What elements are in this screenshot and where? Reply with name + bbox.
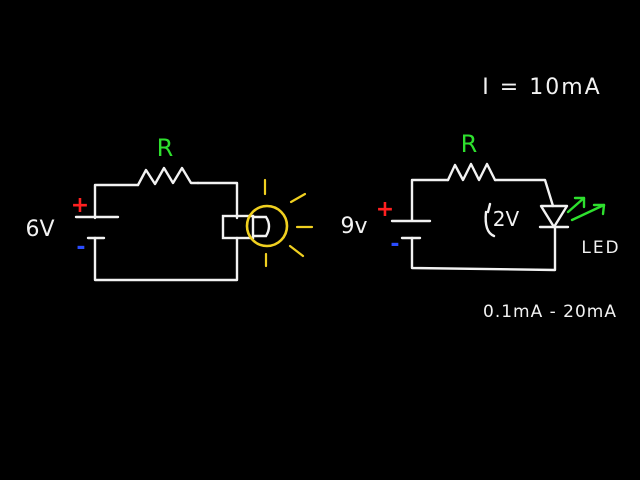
battery-voltage-label: 6V [25, 217, 54, 242]
bulb-icon [245, 204, 289, 248]
wire-top-right [196, 181, 239, 220]
bulb-socket [221, 214, 255, 240]
resistor-label: R [461, 130, 478, 158]
resistor-zigzag [136, 166, 200, 187]
wire-top-left [410, 178, 450, 222]
negative-terminal-label: - [390, 232, 399, 257]
wire-top-right [493, 178, 555, 208]
current-range-label: 0.1mA - 20mA [483, 302, 617, 322]
led-label: LED [581, 238, 620, 258]
circuit-led: 9v + - R 2V LED 0.1mA - 20mA [340, 130, 620, 322]
voltage-drop-arc-tip [486, 202, 492, 214]
wire-bottom [410, 226, 557, 272]
voltage-drop-label: 2V [493, 207, 520, 231]
wire-bottom [93, 236, 239, 282]
positive-terminal-label: + [71, 193, 89, 218]
voltage-drop-arc [484, 210, 496, 238]
led-light-arrows-icon [566, 196, 606, 222]
led-diode-icon [539, 204, 569, 229]
resistor-label: R [157, 134, 174, 162]
bulb-rays-icon [263, 178, 314, 268]
circuit-bulb: 6V + - R [25, 134, 314, 282]
battery-voltage-label: 9v [340, 214, 367, 239]
wire-top-left [93, 183, 140, 220]
negative-terminal-label: - [76, 235, 85, 260]
bulb-filament [253, 215, 271, 238]
resistor-zigzag [446, 162, 497, 182]
current-equation-label: I = 10mA [482, 75, 601, 100]
positive-terminal-label: + [376, 197, 394, 222]
